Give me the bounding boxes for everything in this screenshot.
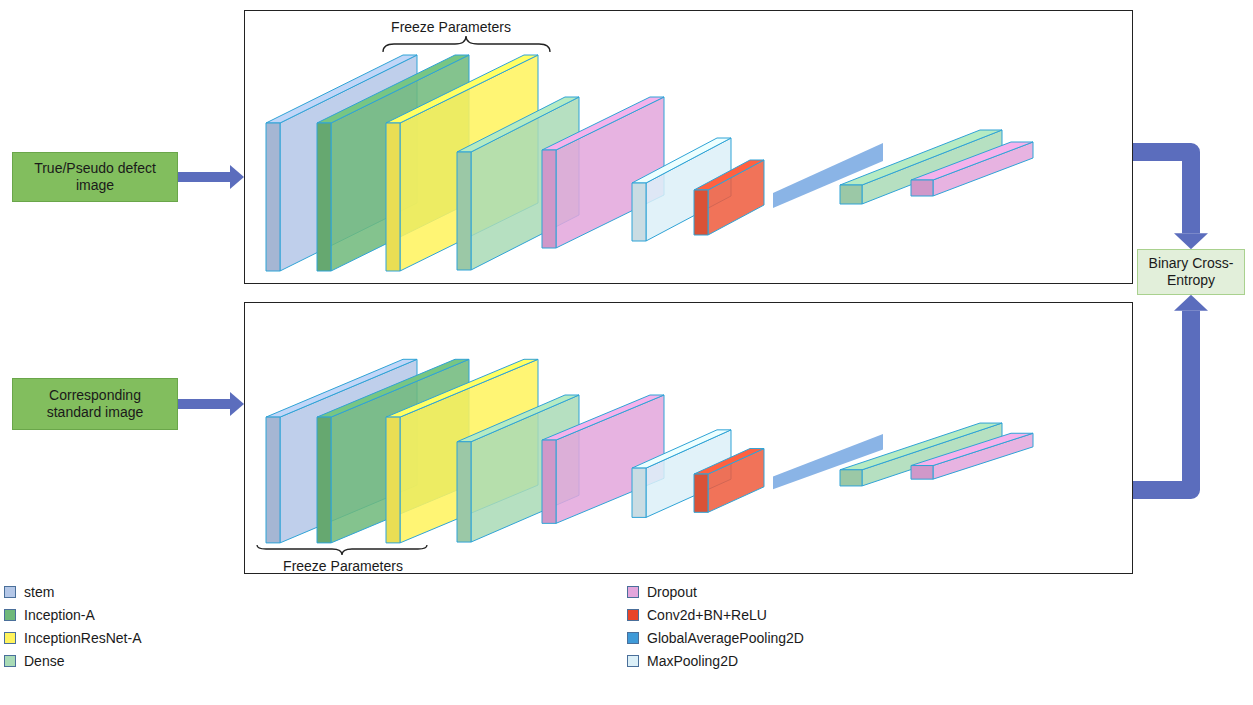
legend-label: Conv2d+BN+ReLU [647,607,767,623]
conv-layer-face [694,449,764,475]
dense-layer-face [457,442,471,542]
network-panel: Freeze Parameters [244,10,1133,284]
legend-label: stem [24,584,54,600]
dense-layer-face [840,185,862,204]
legend-label: MaxPooling2D [647,653,738,669]
freeze-bracket [257,545,427,555]
legend-swatch [627,632,639,644]
legend-label: GlobalAveragePooling2D [647,630,804,646]
conv-layer-face [694,474,708,512]
legend-swatch [627,655,639,667]
dropout-layer-face [542,150,556,248]
legend: stemInception-A InceptionResNet-A Dense Dro… [0,580,1253,680]
dropout-layer-face [911,466,933,480]
inception-resnet-a-layer-face [386,55,538,123]
legend-label: Dropout [647,584,697,600]
flow-arrow [1133,152,1191,233]
dense-layer-face [457,152,471,270]
stem-layer-face [266,417,280,543]
conv-layer-face [694,190,708,235]
box-label: True/Pseudo defect image [21,160,169,194]
inception-resnet-a-layer-face [386,359,538,417]
legend-entry: Conv2d+BN+ReLU [627,607,767,623]
box-label: Binary Cross-Entropy [1146,255,1236,289]
dropout-layer [911,433,1033,479]
conv-layer [694,160,764,235]
dropout-layer-face [542,97,664,150]
legend-label: InceptionResNet-A [24,630,142,646]
bracket-label: Freeze Parameters [391,19,511,36]
maxpooling-layer-face [632,468,646,517]
bracket-label: Freeze Parameters [283,558,403,575]
dropout-layer-face [542,395,664,440]
legend-swatch [4,586,16,598]
legend-entry: MaxPooling2D [627,653,738,669]
dropout-layer [911,142,1033,196]
legend-swatch [4,632,16,644]
inception-resnet-a-layer-face [386,123,400,271]
inception-resnet-a-layer-face [386,417,400,543]
legend-swatch [4,655,16,667]
conv-layer [694,449,764,513]
dropout-layer [542,97,664,248]
inception-a-layer-face [317,417,331,543]
layer-stack [266,55,1033,271]
dropout-layer-face [542,440,556,523]
flow-arrow [178,399,230,409]
freeze-bracket [383,36,550,52]
legend-entry: stem [4,584,54,600]
flow-arrow [1133,311,1191,490]
legend-entry: Dropout [627,584,697,600]
legend-entry: GlobalAveragePooling2D [627,630,804,646]
legend-entry: Inception-A [4,607,95,623]
network-panel: Freeze Parameters [244,302,1133,574]
box-label: Corresponding standard image [21,387,169,421]
flow-arrow [178,172,230,182]
legend-swatch [627,609,639,621]
stem-layer-face [266,123,280,271]
inception-a-layer-face [317,123,331,271]
legend-swatch [627,586,639,598]
dropout-layer-face [911,433,1033,465]
maxpooling-layer-face [632,430,731,468]
input-box: True/Pseudo defect image [12,152,178,202]
legend-label: Dense [24,653,64,669]
dense-layer-face [840,470,862,486]
input-box: Corresponding standard image [12,378,178,430]
legend-swatch [4,609,16,621]
conv-layer-face [694,160,764,190]
dropout-layer [542,395,664,523]
loss-box: Binary Cross-Entropy [1137,249,1245,295]
legend-label: Inception-A [24,607,95,623]
maxpooling-layer-face [632,183,646,241]
dropout-layer-face [911,180,933,196]
dropout-layer-face [911,142,1033,180]
layer-stack [266,359,1033,543]
legend-entry: Dense [4,653,64,669]
maxpooling-layer-face [632,138,731,183]
legend-entry: InceptionResNet-A [4,630,142,646]
